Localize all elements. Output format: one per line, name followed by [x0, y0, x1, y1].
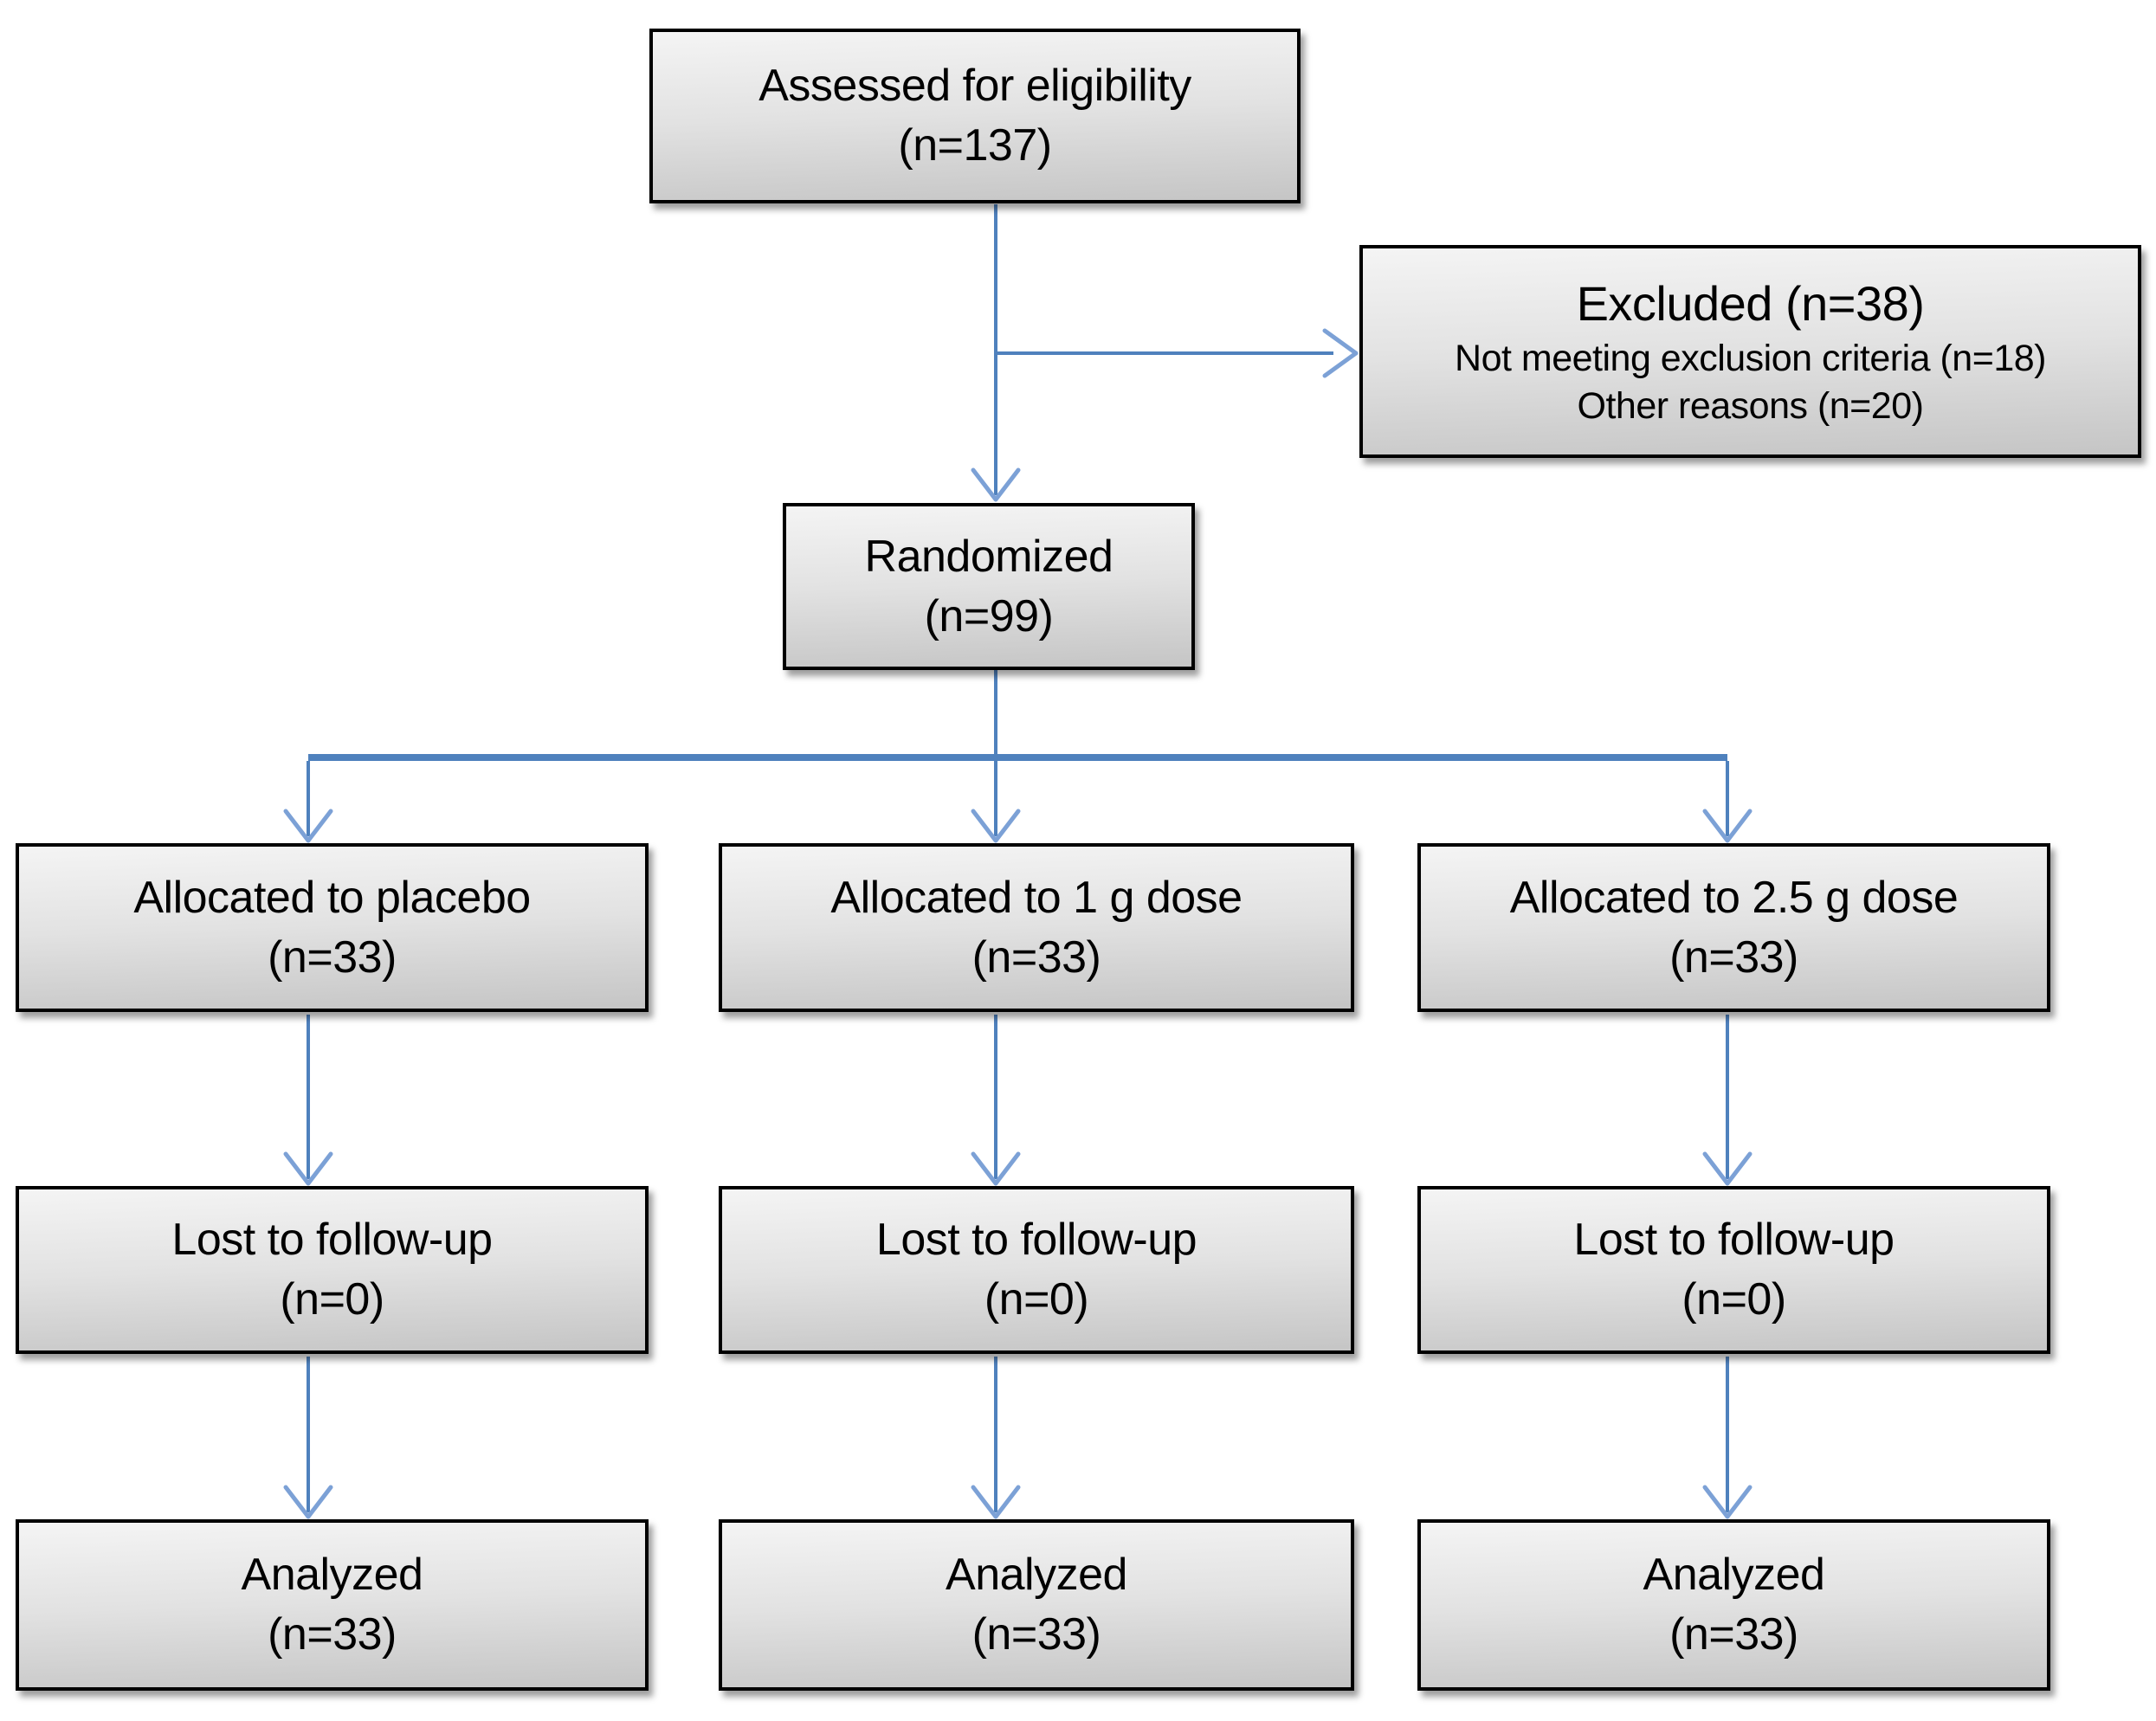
node-allocated-placebo: Allocated to placebo (n=33) [16, 843, 649, 1012]
node-label: Analyzed [946, 1550, 1127, 1601]
node-label: Allocated to 1 g dose [830, 872, 1243, 923]
node-count: (n=137) [898, 120, 1052, 171]
arrow-lost-25g-to-analyzed [1702, 1357, 1753, 1519]
node-label: Lost to follow-up [1573, 1215, 1895, 1266]
node-count: (n=0) [1682, 1274, 1786, 1325]
node-label: Lost to follow-up [875, 1215, 1197, 1266]
arrow-lost-placebo-to-analyzed [283, 1357, 333, 1519]
node-allocated-1g-dose: Allocated to 1 g dose (n=33) [719, 843, 1354, 1012]
node-count: (n=0) [984, 1274, 1089, 1325]
node-label: Assessed for eligibility [758, 61, 1191, 112]
arrow-branch-to-alloc-placebo [283, 761, 333, 843]
node-count: (n=33) [268, 931, 397, 983]
arrow-assessed-to-randomized [971, 204, 1021, 502]
arrow-alloc-placebo-to-lost [283, 1015, 333, 1186]
node-label: Allocated to placebo [133, 872, 531, 923]
arrow-lost-1g-to-analyzed [971, 1357, 1021, 1519]
node-lost-followup-2-5g: Lost to follow-up (n=0) [1417, 1186, 2050, 1354]
arrow-randomized-to-branch [308, 670, 1727, 843]
node-analyzed-1g: Analyzed (n=33) [719, 1519, 1354, 1691]
arrow-alloc-1g-to-lost [971, 1015, 1021, 1186]
node-label: Lost to follow-up [171, 1215, 493, 1266]
node-randomized: Randomized (n=99) [783, 503, 1195, 670]
node-label: Analyzed [1643, 1550, 1825, 1601]
node-lost-followup-placebo: Lost to follow-up (n=0) [16, 1186, 649, 1354]
node-label: Excluded (n=38) [1576, 275, 1925, 331]
node-label: Randomized [864, 531, 1114, 582]
arrow-alloc-25g-to-lost [1702, 1015, 1753, 1186]
node-count: (n=33) [1669, 1609, 1798, 1660]
arrow-assessed-to-excluded [996, 328, 1359, 378]
node-count: (n=99) [924, 590, 1054, 641]
node-analyzed-2-5g: Analyzed (n=33) [1417, 1519, 2050, 1691]
node-allocated-2-5g-dose: Allocated to 2.5 g dose (n=33) [1417, 843, 2050, 1012]
node-assessed-for-eligibility: Assessed for eligibility (n=137) [649, 29, 1301, 203]
node-count: (n=33) [971, 1609, 1101, 1660]
node-count: (n=33) [268, 1609, 397, 1660]
node-lost-followup-1g: Lost to follow-up (n=0) [719, 1186, 1354, 1354]
excluded-reason-2: Other reasons (n=20) [1577, 385, 1924, 428]
excluded-reason-1: Not meeting exclusion criteria (n=18) [1455, 338, 2046, 380]
node-label: Allocated to 2.5 g dose [1509, 872, 1959, 923]
node-count: (n=0) [280, 1274, 384, 1325]
node-excluded: Excluded (n=38) Not meeting exclusion cr… [1359, 245, 2141, 458]
arrow-branch-to-alloc-25g [1702, 761, 1753, 843]
node-count: (n=33) [971, 931, 1101, 983]
node-count: (n=33) [1669, 931, 1798, 983]
node-analyzed-placebo: Analyzed (n=33) [16, 1519, 649, 1691]
node-label: Analyzed [241, 1550, 423, 1601]
